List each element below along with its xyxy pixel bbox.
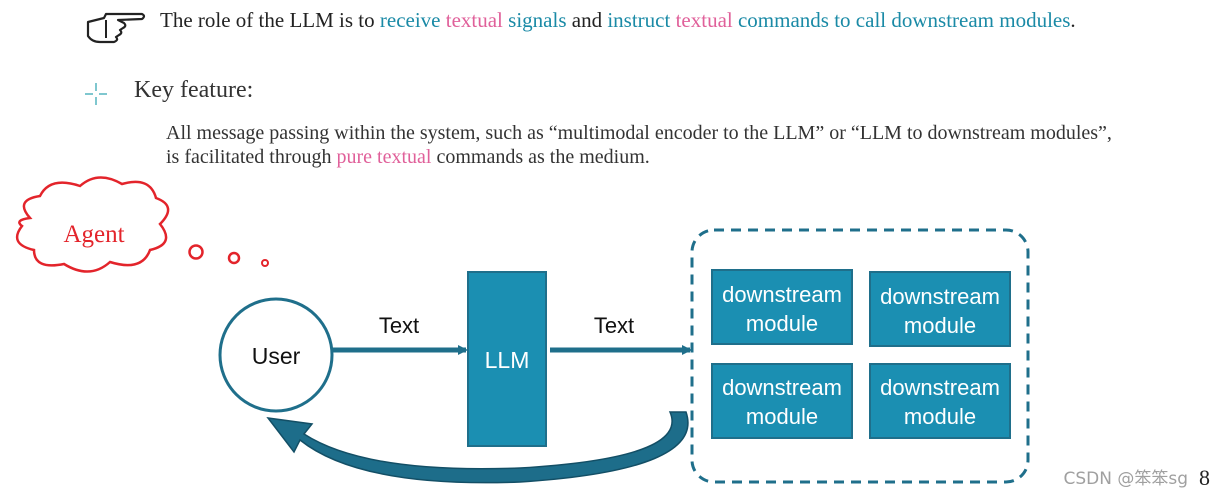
downstream-module-label: module xyxy=(746,311,818,336)
intro-text: and xyxy=(566,8,608,32)
pointing-hand-icon xyxy=(86,12,146,44)
page-number: 8 xyxy=(1199,465,1210,490)
intro-highlight: textual xyxy=(675,8,733,32)
paragraph-text: commands as the medium. xyxy=(431,146,650,168)
intro-highlight: signals xyxy=(508,8,567,32)
paragraph-highlight: pure textual xyxy=(336,146,432,168)
downstream-module-label: module xyxy=(904,404,976,429)
user-label: User xyxy=(252,343,301,369)
thought-bubble xyxy=(188,244,204,260)
downstream-module-label: downstream xyxy=(880,284,1000,309)
downstream-module-label: downstream xyxy=(880,375,1000,400)
return-arrow xyxy=(266,411,689,484)
text-label-right: Text xyxy=(594,313,634,338)
agent-label: Agent xyxy=(63,221,124,248)
key-feature-heading: Key feature: xyxy=(134,77,254,103)
intro-text: The role of the LLM is to xyxy=(160,8,380,32)
intro-sentence: The role of the LLM is to receive textua… xyxy=(160,8,1076,32)
text-label-left: Text xyxy=(379,313,419,338)
intro-highlight: receive xyxy=(379,8,441,32)
downstream-module-box xyxy=(869,271,1011,347)
thought-bubble xyxy=(227,251,241,265)
modules-container xyxy=(690,228,1030,484)
downstream-module-label: module xyxy=(904,313,976,338)
sparkle-bullet-icon xyxy=(85,83,107,105)
intro-highlight: textual xyxy=(445,8,503,32)
intro-highlight: instruct xyxy=(607,8,671,32)
user-node xyxy=(218,297,334,413)
key-feature-paragraph: All message passing within the system, s… xyxy=(166,121,1126,169)
downstream-module-box xyxy=(869,363,1011,439)
csdn-watermark: CSDN @笨笨sg xyxy=(1063,469,1188,489)
downstream-module-label: module xyxy=(746,404,818,429)
intro-highlight: commands to call downstream modules xyxy=(737,8,1071,32)
agent-cloud xyxy=(15,176,170,273)
downstream-module-box xyxy=(711,363,853,439)
thought-bubble xyxy=(261,259,269,267)
llm-label: LLM xyxy=(485,347,530,373)
downstream-module-label: downstream xyxy=(722,282,842,307)
downstream-module-box xyxy=(711,269,853,345)
paragraph-text: All message passing within the system, s… xyxy=(166,122,1112,168)
llm-box xyxy=(467,271,547,447)
downstream-module-label: downstream xyxy=(722,375,842,400)
